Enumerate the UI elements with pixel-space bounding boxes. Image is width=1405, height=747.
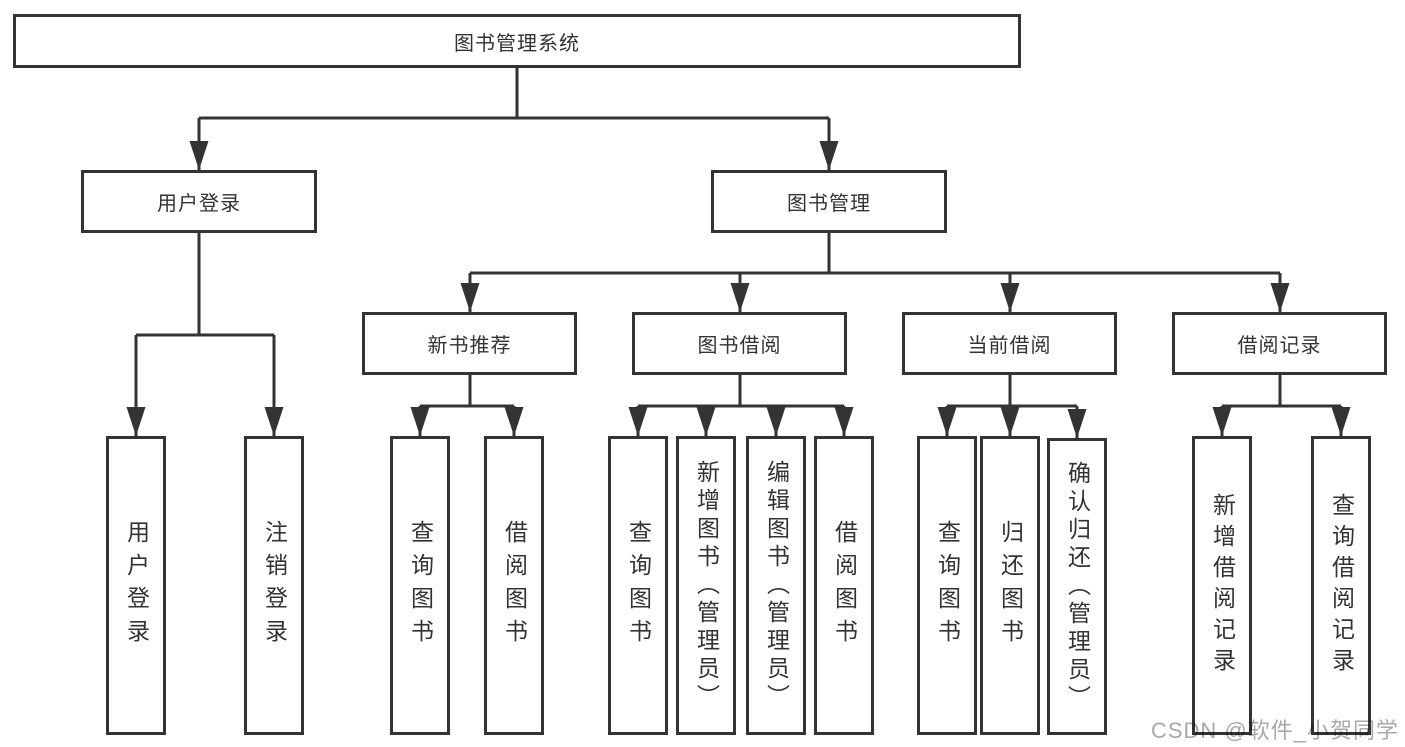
leaf-bb-add-books-admin: 新增图书（管理员）: [676, 436, 736, 735]
node-current-borrowing: 当前借阅: [902, 312, 1117, 375]
leaf-br-query-record: 查询借阅记录: [1311, 436, 1371, 735]
node-root-label: 图书管理系统: [454, 32, 580, 55]
leaf-cb-query-books: 查询图书: [917, 436, 977, 735]
leaf-nb-borrow-books-label: 借阅图书: [501, 519, 528, 652]
leaf-bb-add-books-admin-label: 新增图书（管理员）: [693, 459, 720, 712]
node-new-book-recommendation-label: 新书推荐: [427, 335, 512, 357]
node-new-book-recommendation: 新书推荐: [362, 312, 577, 375]
node-book-management: 图书管理: [711, 170, 947, 233]
leaf-user-login-label: 用户登录: [123, 519, 150, 652]
node-user-login: 用户登录: [81, 170, 317, 233]
node-user-login-label: 用户登录: [157, 193, 241, 215]
node-borrowing-records-label: 借阅记录: [1237, 335, 1322, 357]
node-current-borrowing-label: 当前借阅: [967, 335, 1052, 357]
leaf-bb-query-books-label: 查询图书: [625, 519, 652, 652]
leaf-br-query-record-label: 查询借阅记录: [1328, 492, 1355, 679]
node-book-borrowing: 图书借阅: [632, 312, 847, 375]
leaf-bb-edit-books-admin-label: 编辑图书（管理员）: [763, 459, 790, 712]
node-book-management-label: 图书管理: [787, 193, 871, 215]
node-book-borrowing-label: 图书借阅: [697, 335, 782, 357]
connector-group: [126, 68, 1351, 438]
leaf-bb-query-books: 查询图书: [608, 436, 668, 735]
leaf-br-add-record-label: 新增借阅记录: [1209, 492, 1236, 679]
leaf-cb-confirm-return-admin-label: 确认归还（管理员）: [1064, 460, 1091, 713]
leaf-cb-return-books-label: 归还图书: [997, 519, 1024, 652]
leaf-cb-return-books: 归还图书: [980, 436, 1040, 735]
leaf-nb-query-books: 查询图书: [390, 436, 450, 735]
leaf-br-add-record: 新增借阅记录: [1192, 436, 1252, 735]
leaf-logout-label: 注销登录: [261, 519, 288, 652]
leaf-cb-confirm-return-admin: 确认归还（管理员）: [1047, 438, 1107, 735]
leaf-bb-borrow-books: 借阅图书: [814, 436, 874, 735]
leaf-bb-borrow-books-label: 借阅图书: [831, 519, 858, 652]
leaf-nb-borrow-books: 借阅图书: [484, 436, 544, 735]
node-borrowing-records: 借阅记录: [1172, 312, 1387, 375]
leaf-bb-edit-books-admin: 编辑图书（管理员）: [746, 436, 806, 735]
leaf-user-login: 用户登录: [106, 436, 166, 735]
leaf-nb-query-books-label: 查询图书: [407, 519, 434, 652]
leaf-logout: 注销登录: [244, 436, 304, 735]
node-root: 图书管理系统: [13, 14, 1021, 68]
leaf-cb-query-books-label: 查询图书: [934, 519, 961, 652]
watermark: CSDN @软件_小贺同学: [1150, 718, 1399, 743]
